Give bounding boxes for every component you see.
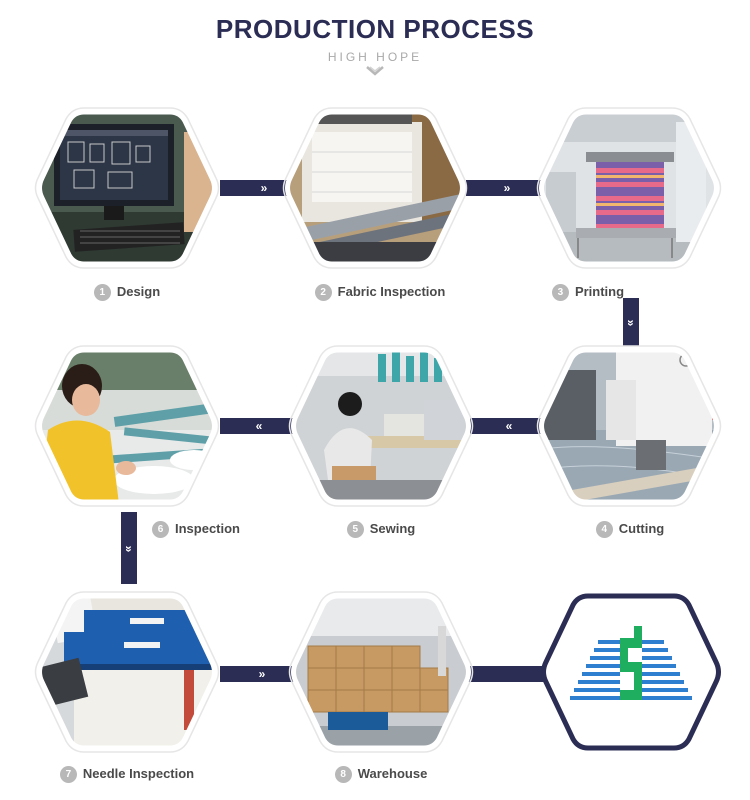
step-number-badge: 1 [93, 284, 111, 301]
step-label-text: Inspection [174, 521, 240, 536]
arrow-left-icon: « [505, 419, 513, 433]
step-5-label: 5 Sewing [281, 519, 481, 539]
connector-2-3 [466, 180, 546, 196]
step-1-photo [34, 102, 220, 274]
step-label-text: Needle Inspection [82, 766, 195, 781]
connector-3-4 [623, 298, 639, 346]
high-hope-logo [538, 586, 724, 758]
step-3-photo [536, 102, 722, 274]
step-5-photo [288, 340, 474, 512]
step-2-photo [282, 102, 468, 274]
step-number-badge: 7 [59, 766, 77, 783]
connector-8-logo [466, 666, 546, 682]
connector-7-8 [220, 666, 302, 682]
step-6-photo [34, 340, 220, 512]
step-3-label: 3 Printing [488, 282, 688, 302]
page-subtitle: HIGH HOPE [327, 50, 423, 64]
chevron-down-icon [366, 66, 384, 76]
step-label-text: Sewing [369, 521, 416, 536]
step-6-label: 6 Inspection [96, 519, 296, 539]
arrow-right-icon: » [503, 181, 511, 195]
step-number-badge: 2 [314, 284, 332, 301]
step-8-label: 8 Warehouse [281, 764, 481, 784]
arrow-down-icon: » [624, 319, 638, 325]
step-label-text: Cutting [618, 521, 665, 536]
step-8-photo [288, 586, 474, 758]
arrow-right-icon: » [258, 667, 266, 681]
step-4-photo [536, 340, 722, 512]
step-label-text: Design [116, 284, 161, 299]
arrow-left-icon: « [255, 419, 263, 433]
step-label-text: Warehouse [357, 766, 428, 781]
arrow-right-icon: » [260, 181, 268, 195]
step-1-label: 1 Design [27, 282, 227, 302]
step-number-badge: 4 [595, 521, 613, 538]
step-number-badge: 6 [151, 521, 169, 538]
step-number-badge: 5 [346, 521, 364, 538]
step-2-label: 2 Fabric Inspection [280, 282, 480, 302]
step-number-badge: 3 [551, 284, 569, 301]
step-7-photo [34, 586, 220, 758]
arrow-down-icon: » [122, 545, 136, 551]
step-4-label: 4 Cutting [530, 519, 730, 539]
step-label-text: Fabric Inspection [337, 284, 446, 299]
connector-5-6 [220, 418, 296, 434]
connector-4-5 [470, 418, 546, 434]
connector-6-7 [121, 512, 137, 584]
page-title: PRODUCTION PROCESS [215, 14, 535, 44]
step-7-label: 7 Needle Inspection [27, 764, 227, 784]
step-label-text: Printing [574, 284, 625, 299]
step-number-badge: 8 [334, 766, 352, 783]
